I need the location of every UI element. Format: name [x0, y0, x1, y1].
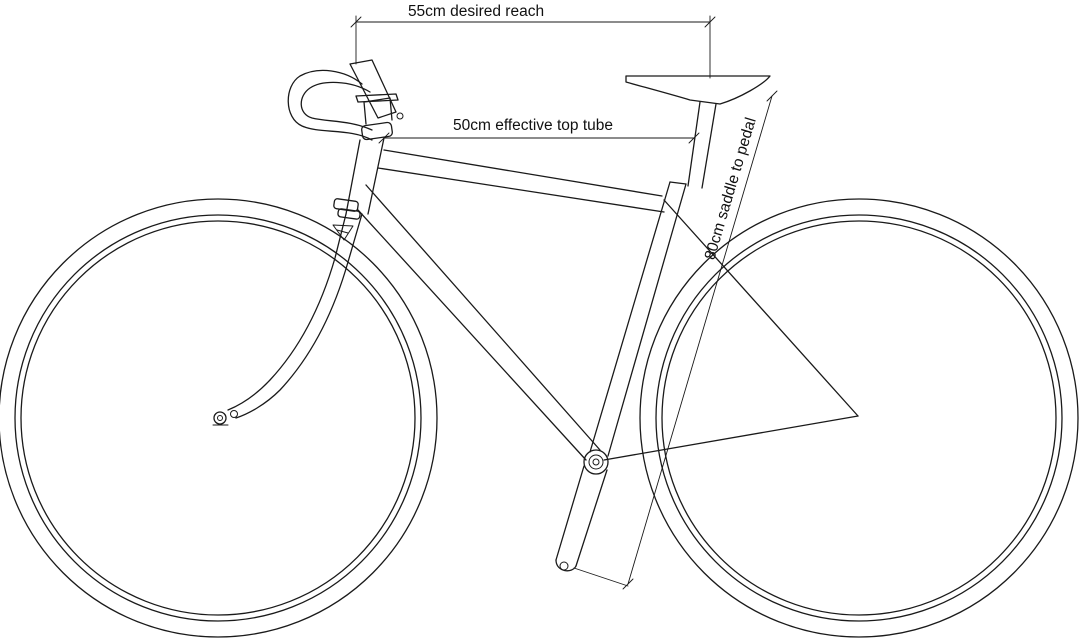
stem: [355, 93, 404, 141]
rear-wheel: [639, 198, 1079, 638]
crank: [555, 449, 609, 572]
desired-reach-label: 55cm desired reach: [408, 3, 544, 20]
head-tube: [332, 137, 385, 241]
saddle-to-pedal-dimension: [573, 90, 778, 590]
down-tube: [357, 184, 601, 461]
seat-tube: [589, 181, 687, 457]
top-tube-dimension: [378, 132, 700, 144]
saddle: [625, 75, 771, 189]
reach-dimension: [350, 15, 716, 79]
front-fork: [212, 213, 363, 426]
effective-top-tube-label: 50cm effective top tube: [453, 117, 613, 134]
front-wheel: [0, 198, 438, 638]
rear-triangle: [603, 199, 859, 461]
top-tube: [377, 149, 665, 213]
handlebar: [287, 59, 397, 141]
